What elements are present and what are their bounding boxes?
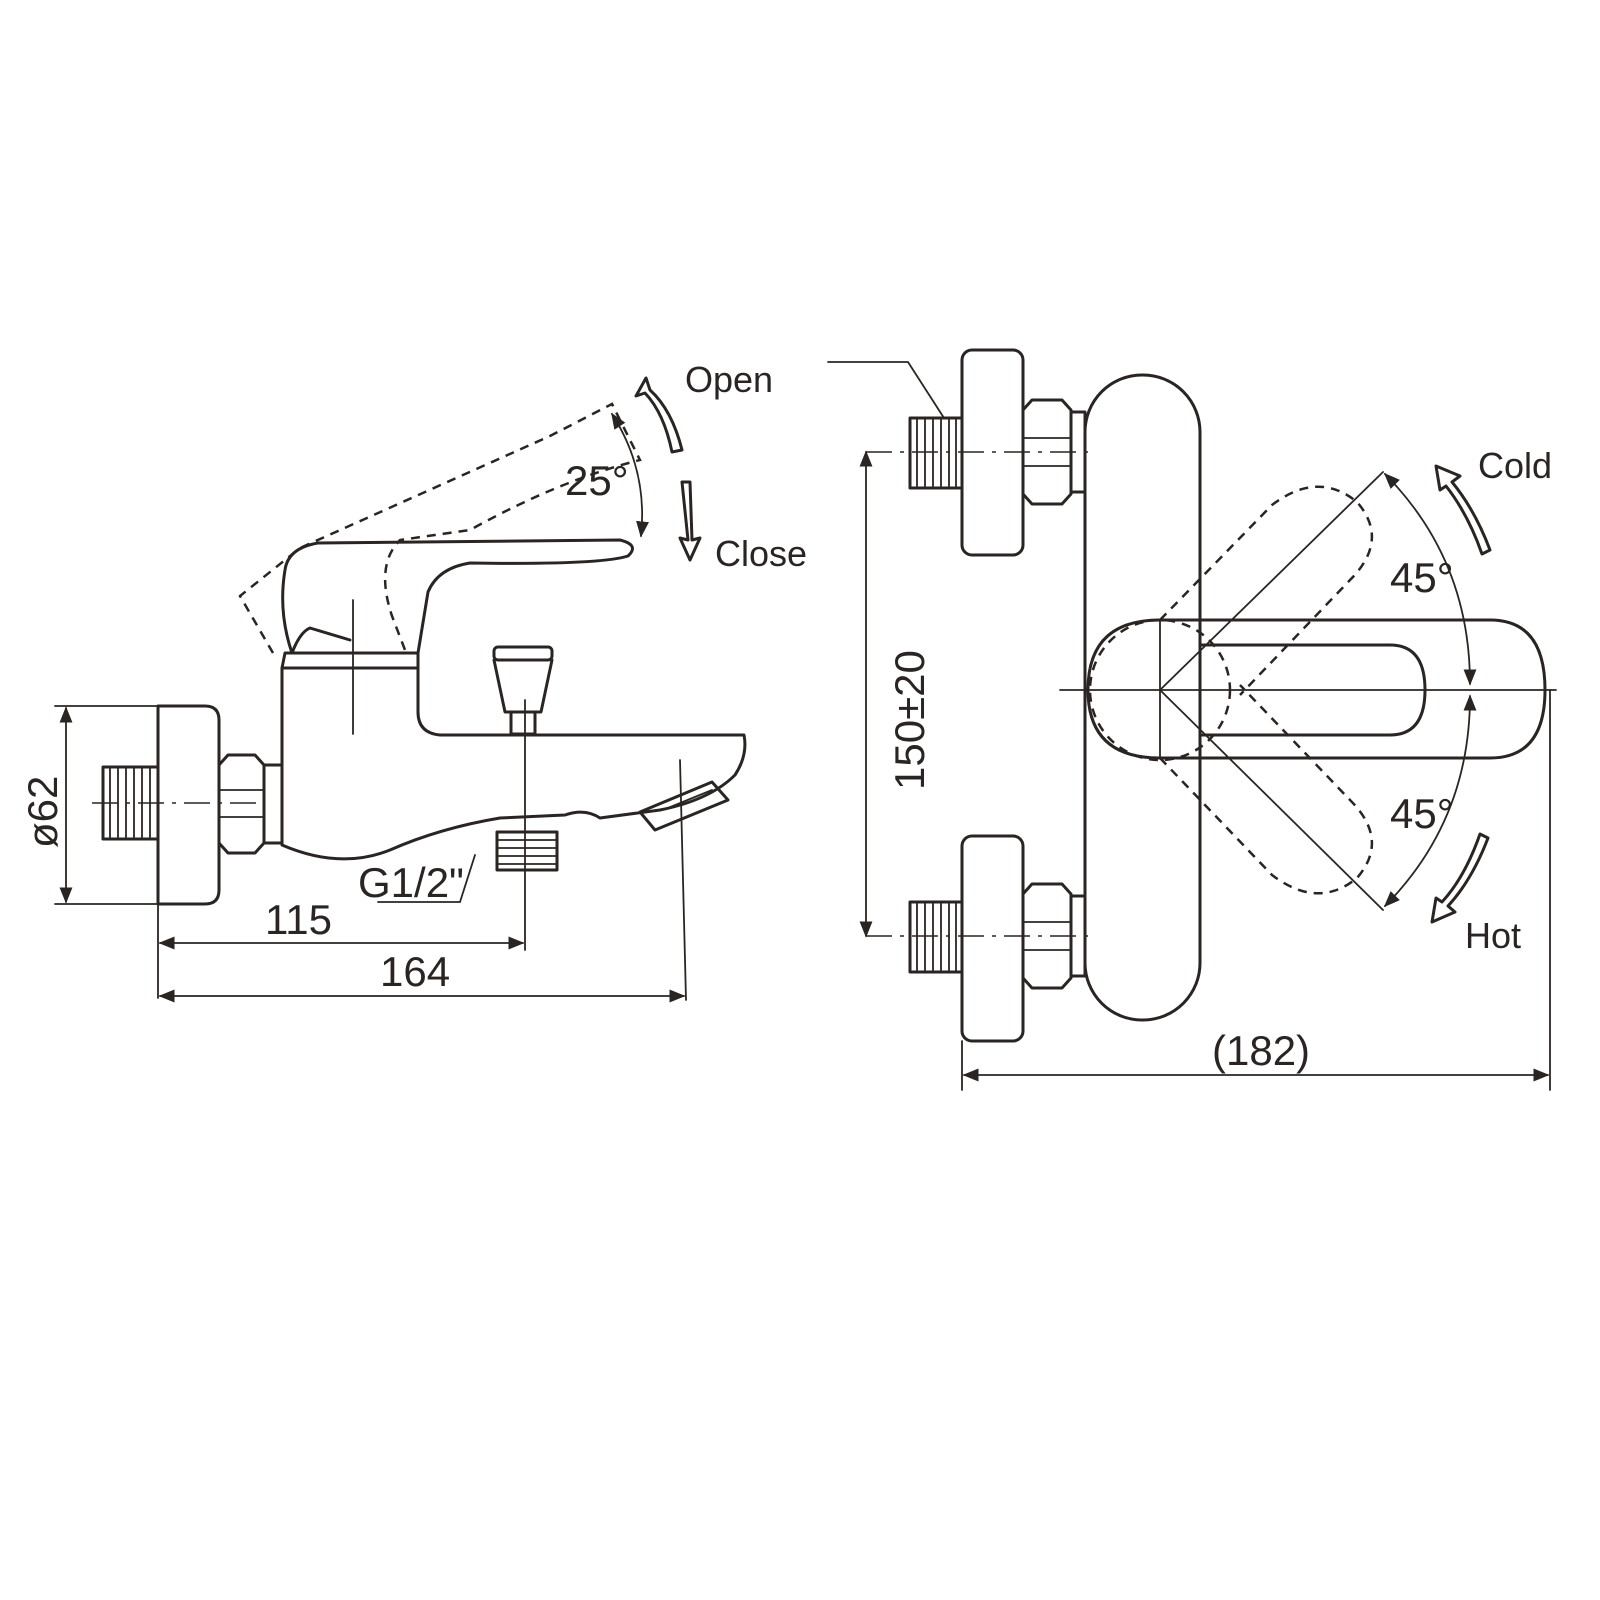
hot-arrow-icon — [1430, 832, 1490, 924]
angle-arc-top — [1383, 472, 1477, 686]
thread-leader — [377, 854, 476, 903]
construct-line-down — [1159, 689, 1384, 911]
spout-aerator — [638, 780, 730, 832]
hex-nut — [217, 753, 284, 855]
svg-text:115: 115 — [265, 896, 332, 943]
cold-label: Cold — [1478, 445, 1552, 486]
svg-text:ø62: ø62 — [19, 776, 66, 848]
lever-hot-position — [1159, 684, 1373, 895]
diverter-knob — [492, 645, 554, 736]
angle-bottom-label: 45° — [1390, 790, 1454, 837]
close-arrow-icon — [678, 480, 702, 562]
cartridge-cap — [280, 651, 420, 670]
wall-flange — [156, 704, 221, 906]
lever-neck — [290, 626, 352, 655]
angle-arc-25 — [611, 412, 649, 538]
dim-115: 115 — [157, 896, 525, 999]
svg-text:(182): (182) — [1212, 1027, 1310, 1074]
close-label: Close — [715, 533, 807, 574]
angle-arc-bottom — [1383, 694, 1477, 908]
bottom-inlet-thread — [908, 900, 964, 974]
open-arrow-icon — [634, 376, 684, 454]
lever-cold-position — [1159, 485, 1373, 696]
dim-diameter: ø62 — [19, 705, 159, 905]
mixer-body-front — [1083, 373, 1202, 1022]
bottom-flange — [960, 834, 1025, 1043]
front-view: 45° 45° Cold Hot 150±20 (182) — [827, 348, 1557, 1091]
angle-top-label: 45° — [1390, 554, 1454, 601]
open-label: Open — [685, 359, 773, 400]
top-leader — [827, 361, 945, 419]
side-view: 25° Open Close G1/2" — [19, 359, 807, 1003]
svg-text:164: 164 — [380, 948, 450, 995]
outlet-thread — [495, 830, 559, 872]
thread-label: G1/2" — [358, 859, 464, 906]
lever-closed — [281, 538, 634, 655]
dim-164: 164 — [158, 948, 686, 1003]
construct-line-up — [1159, 471, 1384, 691]
cold-arrow-icon — [1434, 464, 1492, 556]
lever-open — [238, 402, 642, 654]
top-inlet-thread — [908, 416, 964, 490]
svg-text:150±20: 150±20 — [886, 650, 933, 790]
spout-axis — [679, 759, 687, 1001]
dim-width: (182) — [961, 689, 1551, 1091]
mixer-body — [280, 666, 747, 861]
lever-center — [1086, 618, 1547, 760]
dim-height: 150±20 — [859, 450, 933, 938]
hot-label: Hot — [1465, 915, 1521, 956]
angle-25-label: 25° — [565, 457, 629, 504]
